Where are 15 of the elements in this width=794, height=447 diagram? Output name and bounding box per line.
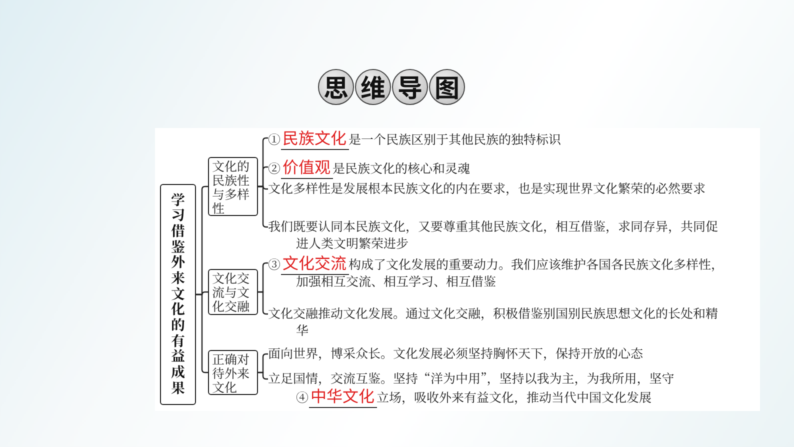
bracket-line (258, 372, 268, 380)
title-badge: 思维导图 (318, 69, 465, 105)
point-text: 文化多样性是发展根本民族文化的内在要求，也是实现世界文化繁荣的必然要求 (268, 180, 728, 197)
point-text: 我们既要认同本民族文化，又要尊重其他民族文化，相互借鉴，求同存异，共同促进人类文明繁荣进步 (268, 218, 728, 252)
topic-box: 学习借鉴外来文化的有益成果 (160, 184, 196, 405)
point-text: ② 价值观 是民族文化的核心和灵魂 (268, 158, 736, 177)
bracket-line (196, 294, 208, 374)
point-text: 文化交融推动文化发展。通过文化交融，积极借鉴别国别民族思想文化的长处和精华 (268, 305, 728, 339)
point-text: 面向世界，博采众长。文化发展必须坚持胸怀天下，保持开放的心态 (268, 345, 728, 362)
point-text: ③ 文化交流 构成了文化发展的重要动力。我们应该维护各国各民族文化多样性，加强相互交流、相互学习、相互借鉴 (268, 254, 736, 290)
point-text: 立足国情，交流互鉴。坚持“洋为中用”，坚持以我为主，为我所用，坚守 ④ 中华文化 立场，吸收外来有益文化，推动当代中国文化发展 (268, 370, 736, 406)
point-text: ① 民族文化 是一个民族区别于其他民族的独特标识 (268, 129, 736, 148)
branch-box: 正确对待外来文化 (208, 350, 258, 395)
branch-box: 文化的民族性与多样性 (208, 157, 258, 216)
branch-box: 文化交流与文化交融 (208, 269, 258, 315)
